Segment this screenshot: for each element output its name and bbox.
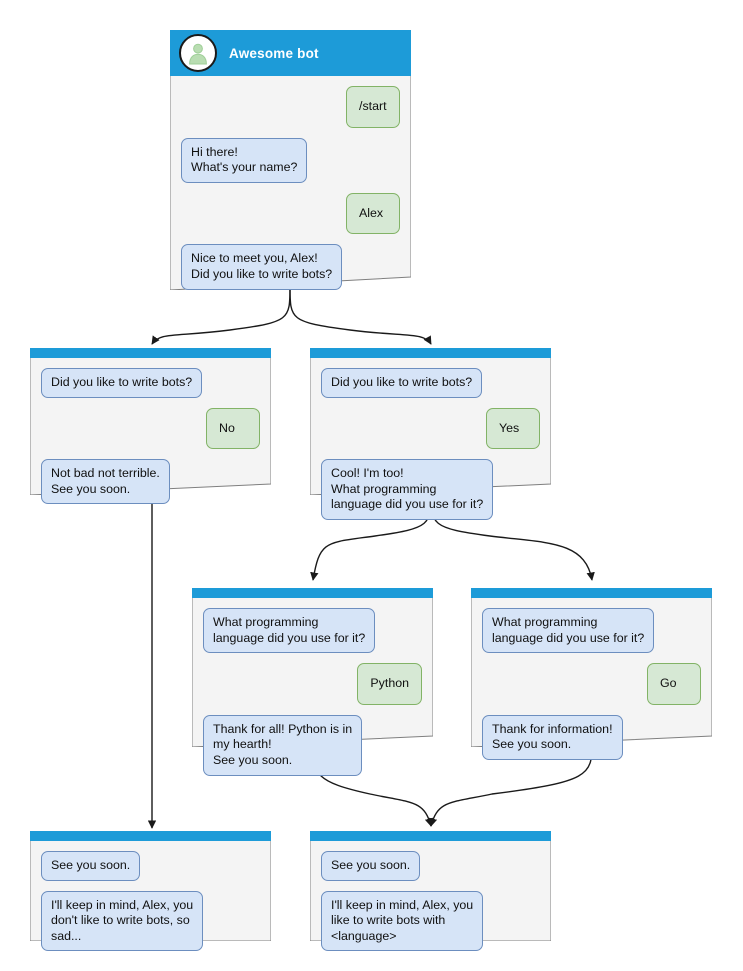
message-row: Thank for information! See you soon.: [482, 714, 701, 760]
chat-body-yes-branch: Did you like to write bots? Yes Cool! I'…: [310, 358, 551, 530]
message-row: See you soon.: [41, 851, 260, 881]
message-row: I'll keep in mind, Alex, you like to wri…: [321, 890, 540, 952]
message-row: Hi there! What's your name?: [181, 137, 400, 183]
bot-message-bubble[interactable]: I'll keep in mind, Alex, you don't like …: [41, 890, 204, 952]
chat-body-root: /start Hi there! What's your name? Alex …: [170, 76, 411, 300]
message-row: Go: [482, 663, 701, 705]
bot-message-bubble[interactable]: Hi there! What's your name?: [181, 137, 308, 183]
bot-message-bubble[interactable]: What programming language did you use fo…: [482, 608, 655, 654]
node-header-bar: [310, 831, 551, 841]
user-message-bubble[interactable]: Yes: [486, 407, 540, 450]
chat-node-end-happy[interactable]: See you soon. I'll keep in mind, Alex, y…: [310, 831, 551, 952]
bot-message-bubble[interactable]: Thank for information! See you soon.: [482, 714, 623, 760]
message-row: What programming language did you use fo…: [203, 608, 422, 654]
user-message-bubble[interactable]: Alex: [346, 192, 400, 235]
node-header-bar: [30, 831, 271, 841]
message-row: Cool! I'm too! What programming language…: [321, 459, 540, 520]
message-row: Yes: [321, 407, 540, 450]
bot-message-bubble[interactable]: Did you like to write bots?: [41, 368, 203, 398]
message-row: Python: [203, 663, 422, 705]
bot-message-bubble[interactable]: Did you like to write bots?: [321, 368, 483, 398]
chat-node-go-branch[interactable]: What programming language did you use fo…: [471, 588, 712, 760]
user-avatar-icon: [179, 34, 217, 72]
message-row: Did you like to write bots?: [321, 368, 540, 398]
bot-message-bubble[interactable]: What programming language did you use fo…: [203, 608, 376, 654]
message-row: /start: [181, 86, 400, 128]
bot-message-bubble[interactable]: Cool! I'm too! What programming language…: [321, 459, 494, 520]
chat-node-no-branch[interactable]: Did you like to write bots? No Not bad n…: [30, 348, 271, 505]
bot-message-bubble[interactable]: See you soon.: [41, 851, 141, 881]
message-row: Not bad not terrible. See you soon.: [41, 459, 260, 505]
bot-message-bubble[interactable]: Thank for all! Python is in my hearth! S…: [203, 714, 363, 776]
node-header-bar: [30, 348, 271, 358]
bot-message-bubble[interactable]: See you soon.: [321, 851, 421, 881]
bot-message-bubble[interactable]: I'll keep in mind, Alex, you like to wri…: [321, 890, 484, 952]
chat-body-end-sad: See you soon. I'll keep in mind, Alex, y…: [30, 841, 271, 961]
chat-node-end-sad[interactable]: See you soon. I'll keep in mind, Alex, y…: [30, 831, 271, 952]
bot-message-bubble[interactable]: Nice to meet you, Alex! Did you like to …: [181, 244, 343, 290]
node-header-root: Awesome bot: [170, 30, 411, 76]
message-row: I'll keep in mind, Alex, you don't like …: [41, 890, 260, 952]
message-row: No: [41, 407, 260, 450]
user-message-bubble[interactable]: Python: [357, 663, 422, 705]
chat-body-end-happy: See you soon. I'll keep in mind, Alex, y…: [310, 841, 551, 961]
message-row: Thank for all! Python is in my hearth! S…: [203, 714, 422, 776]
node-header-bar: [471, 588, 712, 598]
bot-message-bubble[interactable]: Not bad not terrible. See you soon.: [41, 459, 170, 505]
chat-node-python-branch[interactable]: What programming language did you use fo…: [192, 588, 433, 776]
chat-node-yes-branch[interactable]: Did you like to write bots? Yes Cool! I'…: [310, 348, 551, 520]
chat-node-root[interactable]: Awesome bot /start Hi there! What's your…: [170, 30, 411, 290]
message-row: What programming language did you use fo…: [482, 608, 701, 654]
user-message-bubble[interactable]: /start: [346, 86, 400, 128]
node-title-root: Awesome bot: [229, 45, 319, 61]
message-row: Nice to meet you, Alex! Did you like to …: [181, 244, 400, 290]
message-row: Alex: [181, 192, 400, 235]
chat-body-no-branch: Did you like to write bots? No Not bad n…: [30, 358, 271, 514]
message-row: Did you like to write bots?: [41, 368, 260, 398]
message-row: See you soon.: [321, 851, 540, 881]
user-message-bubble[interactable]: Go: [647, 663, 701, 705]
node-header-bar: [192, 588, 433, 598]
node-header-bar: [310, 348, 551, 358]
chat-body-python-branch: What programming language did you use fo…: [192, 598, 433, 786]
chat-body-go-branch: What programming language did you use fo…: [471, 598, 712, 770]
user-message-bubble[interactable]: No: [206, 407, 260, 450]
